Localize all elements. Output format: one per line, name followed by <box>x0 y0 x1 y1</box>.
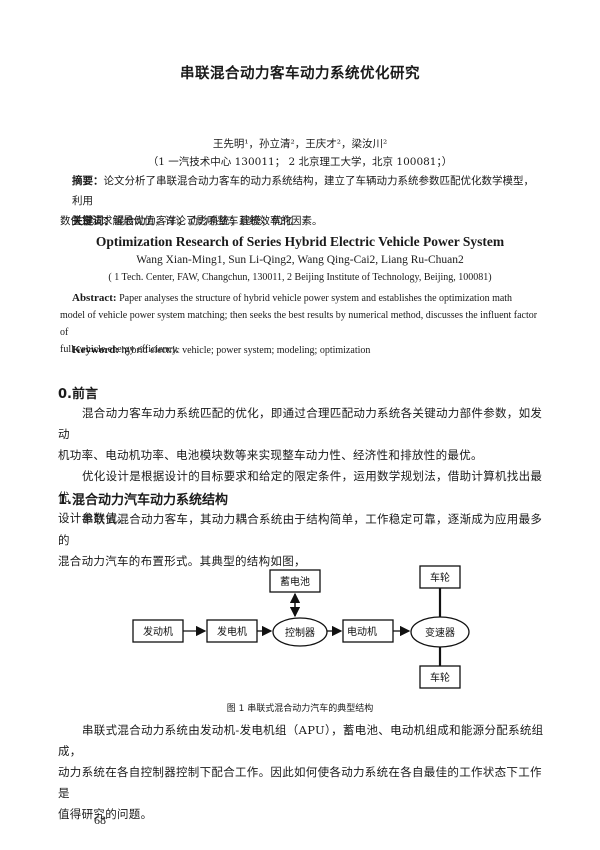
section-1-body: 串联式混合动力客车，其动力耦合系统由于结构简单，工作稳定可靠，逐渐成为应用最多的… <box>58 509 548 572</box>
english-title: Optimization Research of Series Hybrid E… <box>95 234 505 249</box>
keywords-cn-label: 关键词： <box>72 215 114 227</box>
keywords-en-text: hybrid electric vehicle; power system; m… <box>119 345 371 356</box>
battery-label: 蓄电池 <box>280 575 310 588</box>
controller-label: 控制器 <box>285 626 315 639</box>
page-number: 68 <box>94 813 106 827</box>
wheel-bottom-label: 车轮 <box>430 671 450 684</box>
generator-label: 发电机 <box>217 625 247 638</box>
section-0-p1-line1: 混合动力客车动力系统匹配的优化，即通过合理匹配动力系统各关键动力部件参数，如发动 <box>58 406 543 441</box>
section-0-heading: 0.前言 <box>58 387 98 402</box>
figure-caption: 图 1 串联式混合动力汽车的典型结构 <box>226 704 374 714</box>
battery-box <box>269 569 321 593</box>
section-1-after-line3: 值得研究的问题。 <box>58 807 153 821</box>
transmission-label: 变速器 <box>425 626 455 639</box>
section-1-after-line2: 动力系统在各自控制器控制下配合工作。因此如何使各动力系统在各自最佳的工作状态下工… <box>58 765 542 800</box>
keywords-cn: 关键词：混合动力客车；动力系统；建模；优化 <box>72 211 293 231</box>
engine-label: 发动机 <box>143 625 173 638</box>
controller-ellipse <box>272 617 328 647</box>
authors: 王先明¹，孙立清²，王庆才²，梁汝川² <box>212 138 388 150</box>
keywords-en: Keyword: hybrid electric vehicle; power … <box>72 342 370 359</box>
section-1-p1-line2: 混合动力汽车的布置形式。其典型的结构如图， <box>58 554 306 568</box>
abstract-cn: 摘要：论文分析了串联混合动力客车的动力系统结构，建立了车辆动力系统参数匹配优化数… <box>60 171 542 231</box>
section-1-after-line1: 串联式混合动力系统由发动机-发电机组（APU），蓄电池、电动机组成和能源分配系统… <box>58 723 544 758</box>
abstract-en-line2: model of vehicle power system matching; … <box>60 310 538 338</box>
section-0-p1-line2: 机功率、电动机功率、电池模块数等来实现整车动力性、经济性和排放性的最优。 <box>58 448 483 462</box>
keywords-en-label: Keyword: <box>72 344 120 356</box>
affiliation: （1 一汽技术中心 130011； 2 北京理工大学，北京 100081；） <box>147 156 453 168</box>
motor-label: 电动机 <box>347 625 377 638</box>
section-0-p2-line1: 优化设计是根据设计的目标要求和给定的限定条件，运用数学规划法，借助计算机找出最优 <box>58 469 543 504</box>
section-0-p2-line2: 设计参数值。 <box>58 511 129 525</box>
abstract-cn-label: 摘要： <box>72 175 104 187</box>
wheel-top-label: 车轮 <box>430 571 450 584</box>
paper-title: 串联混合动力客车动力系统优化研究 <box>180 66 420 82</box>
abstract-en: Abstract: Paper analyses the structure o… <box>60 290 547 358</box>
abstract-cn-line1: 论文分析了串联混合动力客车的动力系统结构，建立了车辆动力系统参数匹配优化数学模型… <box>72 175 534 207</box>
english-authors: Wang Xian-Ming1, Sun Li-Qing2, Wang Qing… <box>136 254 464 266</box>
abstract-en-line1: Paper analyses the structure of hybrid v… <box>116 293 513 304</box>
abstract-en-label: Abstract: <box>72 292 117 304</box>
powertrain-diagram: 蓄电池 发动机 发电机 控制器 电动机 变速器 车轮 车轮 <box>132 565 470 689</box>
abstract-cn-line2: 数值方法求解最优值，讨论了影响整车系统效率的因素。 <box>60 215 323 227</box>
section-1-body-continued: 串联式混合动力系统由发动机-发电机组（APU），蓄电池、电动机组成和能源分配系统… <box>58 720 548 825</box>
section-1-p1-line1: 串联式混合动力客车，其动力耦合系统由于结构简单，工作稳定可靠，逐渐成为应用最多的 <box>58 512 543 547</box>
keywords-cn-text: 混合动力客车；动力系统；建模；优化 <box>114 215 293 227</box>
abstract-en-line3: full vehicle energy efficiency. <box>60 344 179 355</box>
english-affiliation: ( 1 Tech. Center, FAW, Changchun, 130011… <box>108 272 492 283</box>
section-1-heading: 1.混合动力汽车动力系统结构 <box>58 493 228 508</box>
section-0-body: 混合动力客车动力系统匹配的优化，即通过合理匹配动力系统各关键动力部件参数，如发动… <box>58 403 548 529</box>
